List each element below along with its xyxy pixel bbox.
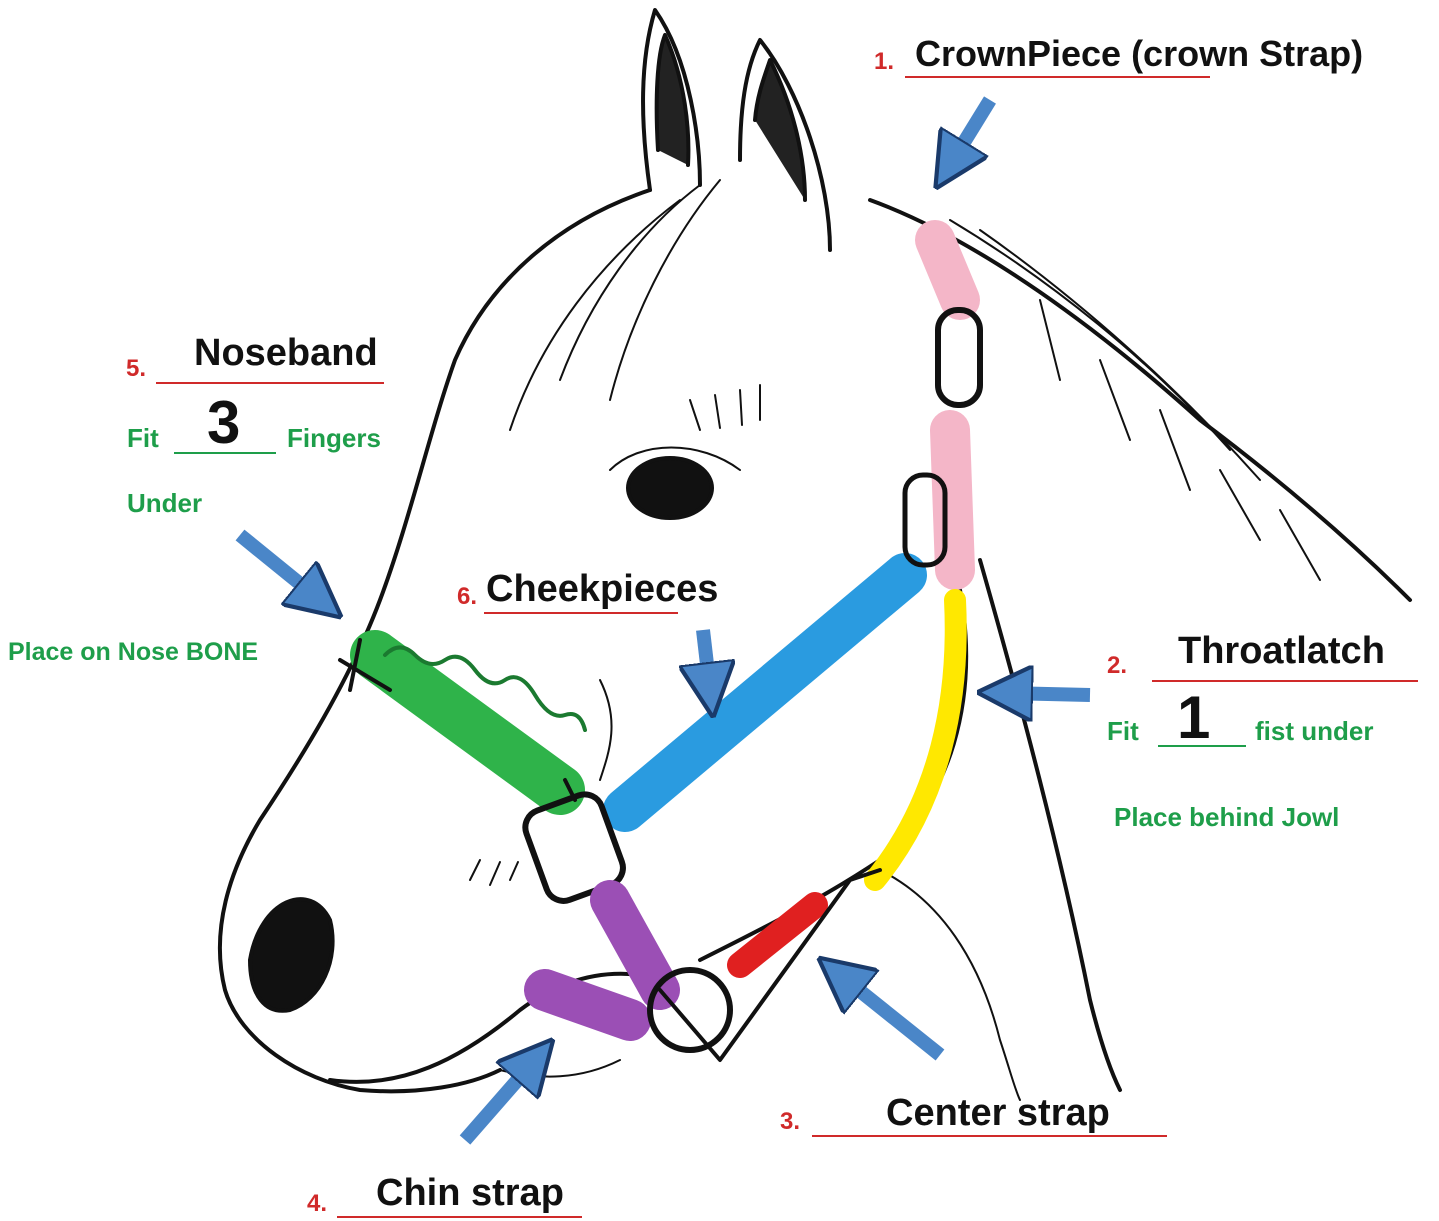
- throatlatch-answer: Throatlatch: [1178, 630, 1385, 673]
- chin-answer: Chin strap: [376, 1172, 564, 1215]
- throatlatch-strap: [875, 600, 956, 880]
- mane-strands: [950, 220, 1320, 580]
- center-answer-line: [812, 1135, 1167, 1137]
- crown-number: 1.: [874, 48, 894, 76]
- cheek-answer: Cheekpieces: [486, 568, 718, 611]
- halter: [340, 240, 980, 1060]
- center-number: 3.: [780, 1108, 800, 1136]
- cheek-arrow: [703, 630, 710, 690]
- throatlatch-number: 2.: [1107, 652, 1127, 680]
- horse-head-drawing: [220, 10, 1410, 1100]
- noseband-fit-suffix2: Under: [127, 488, 202, 519]
- chin-answer-line: [337, 1216, 582, 1218]
- crown-answer-line: [905, 76, 1210, 78]
- forelock: [510, 180, 720, 430]
- noseband-answer: Noseband: [194, 332, 378, 375]
- crown-arrow: [950, 100, 990, 165]
- left-ear-inner: [657, 35, 689, 165]
- noseband-answer-line: [156, 382, 384, 384]
- throatlatch-answer-line: [1152, 680, 1418, 682]
- center-arrow: [840, 975, 940, 1055]
- throatlatch-fit-prefix: Fit: [1107, 716, 1139, 747]
- noseband-number: 5.: [126, 355, 146, 383]
- noseband-fit-prefix: Fit: [127, 423, 159, 454]
- chin-connector: [610, 900, 660, 990]
- throat-line: [880, 870, 1020, 1100]
- nostril: [250, 899, 333, 1011]
- chin-ring: [650, 970, 730, 1050]
- crown-piece-strap: [935, 240, 960, 300]
- brow-hair: [690, 385, 760, 430]
- throatlatch-placement: Place behind Jowl: [1114, 802, 1339, 833]
- throatlatch-fit-value: 1: [1177, 688, 1210, 748]
- neck-front: [980, 560, 1120, 1090]
- eye: [628, 458, 712, 518]
- throatlatch-arrow: [1005, 693, 1090, 695]
- noseband-fit-suffix: Fingers: [287, 423, 381, 454]
- noseband-fit-value: 3: [207, 393, 240, 453]
- crown-ring: [938, 310, 980, 405]
- noseband-strap: [375, 655, 560, 790]
- throatlatch-fit-suffix: fist under: [1255, 716, 1373, 747]
- center-answer: Center strap: [886, 1092, 1110, 1135]
- noseband-placement: Place on Nose BONE: [8, 638, 258, 667]
- chin-number: 4.: [307, 1190, 327, 1218]
- chin-strap: [545, 990, 630, 1020]
- crown-piece-strap-lower: [950, 430, 955, 570]
- cheek-number: 6.: [457, 583, 477, 611]
- noseband-arrow: [240, 535, 320, 600]
- right-ear-inner: [755, 60, 805, 200]
- cheek-answer-line: [484, 612, 678, 614]
- crown-answer: CrownPiece (crown Strap): [915, 33, 1363, 75]
